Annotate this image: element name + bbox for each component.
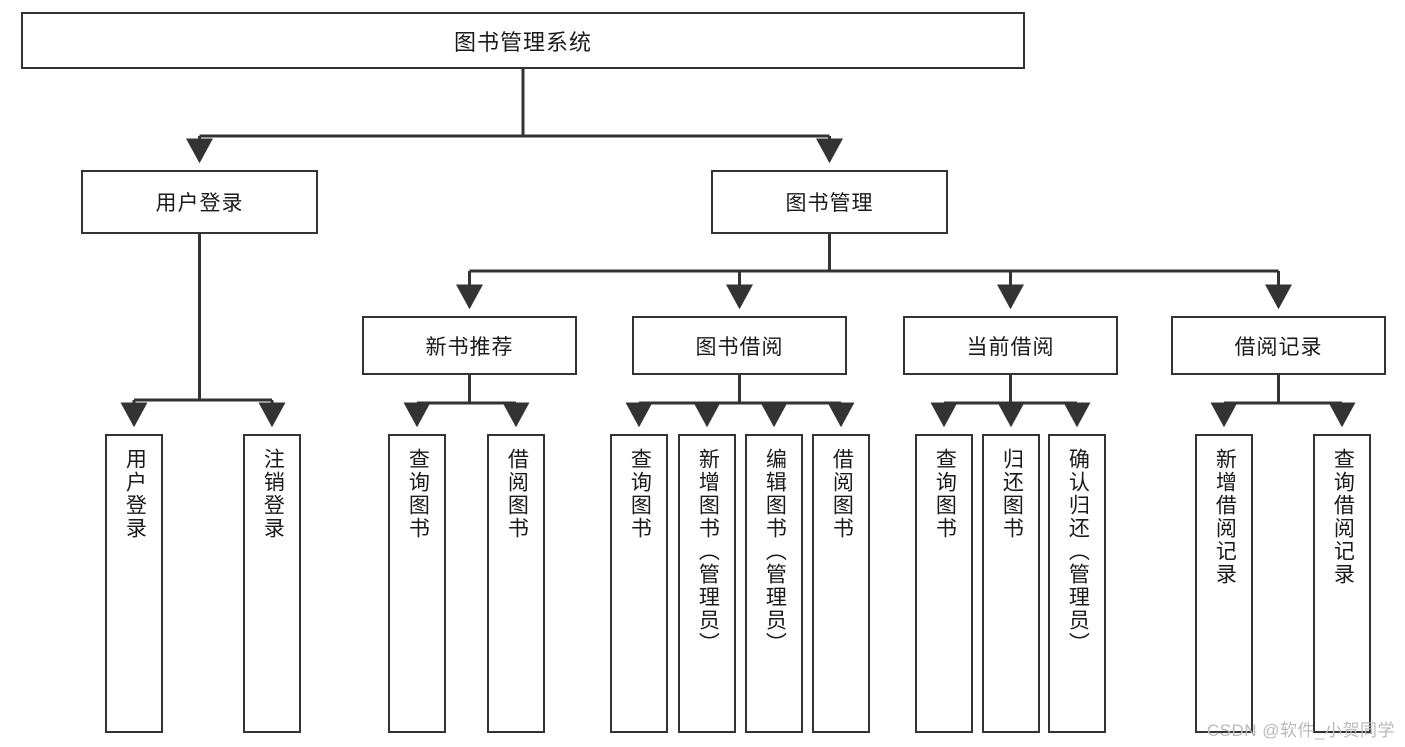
node-label: 归还图书 <box>1000 448 1024 540</box>
node-label: 图书管理 <box>785 192 874 215</box>
node-leaf-borrow-book-1[interactable]: 借阅图书 <box>487 434 545 733</box>
node-leaf-user-login[interactable]: 用户登录 <box>105 434 163 733</box>
node-label: 查询图书 <box>933 448 957 540</box>
node-label: 确认归还（管理员） <box>1066 448 1090 655</box>
node-label: 新增图书（管理员） <box>696 448 720 655</box>
node-leaf-query-record[interactable]: 查询借阅记录 <box>1313 434 1371 733</box>
node-label: 查询图书 <box>406 448 430 540</box>
node-label: 查询图书 <box>628 448 652 540</box>
node-current-borrow[interactable]: 当前借阅 <box>903 316 1118 375</box>
node-label: 查询借阅记录 <box>1331 448 1355 586</box>
node-leaf-query-book-2[interactable]: 查询图书 <box>610 434 668 733</box>
node-book-manage[interactable]: 图书管理 <box>711 170 948 234</box>
node-label: 借阅图书 <box>505 448 529 540</box>
node-borrow-record[interactable]: 借阅记录 <box>1171 316 1386 375</box>
node-leaf-edit-book[interactable]: 编辑图书（管理员） <box>745 434 803 733</box>
node-label: 图书借阅 <box>695 335 784 359</box>
watermark: CSDN @软件_小贺同学 <box>1206 721 1395 740</box>
node-leaf-borrow-book-2[interactable]: 借阅图书 <box>812 434 870 733</box>
node-user-login[interactable]: 用户登录 <box>81 170 318 234</box>
node-root[interactable]: 图书管理系统 <box>21 12 1025 69</box>
node-book-borrow[interactable]: 图书借阅 <box>632 316 847 375</box>
node-leaf-confirm-return[interactable]: 确认归还（管理员） <box>1048 434 1106 733</box>
node-label: 图书管理系统 <box>453 29 592 55</box>
node-label: 新增借阅记录 <box>1213 448 1237 586</box>
node-label: 注销登录 <box>261 448 285 540</box>
node-leaf-query-book-3[interactable]: 查询图书 <box>915 434 973 733</box>
node-label: 借阅记录 <box>1234 335 1323 359</box>
node-leaf-return-book[interactable]: 归还图书 <box>982 434 1040 733</box>
node-leaf-query-book-1[interactable]: 查询图书 <box>388 434 446 733</box>
node-label: 用户登录 <box>123 448 147 540</box>
node-leaf-add-book[interactable]: 新增图书（管理员） <box>678 434 736 733</box>
node-label: 用户登录 <box>155 192 244 215</box>
node-new-book-rec[interactable]: 新书推荐 <box>362 316 577 375</box>
node-label: 编辑图书（管理员） <box>763 448 787 655</box>
node-label: 新书推荐 <box>425 335 514 359</box>
node-leaf-user-logout[interactable]: 注销登录 <box>243 434 301 733</box>
node-label: 当前借阅 <box>966 335 1055 359</box>
node-label: 借阅图书 <box>830 448 854 540</box>
node-leaf-add-record[interactable]: 新增借阅记录 <box>1195 434 1253 733</box>
